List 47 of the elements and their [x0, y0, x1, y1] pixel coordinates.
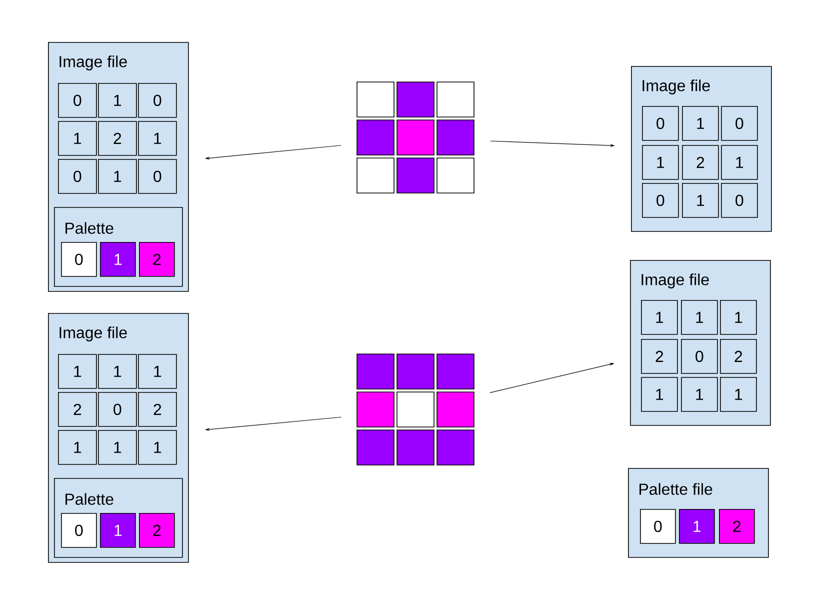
value-cell: 2 — [139, 242, 175, 277]
value-cell: 1 — [100, 242, 136, 277]
value-cell: 1 — [641, 300, 678, 335]
value-cell: 1 — [681, 300, 718, 335]
value-cell: 0 — [58, 83, 97, 118]
value-cell: 2 — [138, 392, 177, 427]
value-cell: 1 — [100, 513, 136, 548]
value-cell: 1 — [679, 509, 715, 544]
value-cell: 1 — [720, 377, 757, 412]
value-cell: 2 — [719, 509, 755, 544]
value-cell: 1 — [58, 354, 97, 389]
value-cell: 1 — [98, 83, 137, 118]
value-cell: 1 — [721, 145, 758, 180]
value-cell: 0 — [721, 106, 758, 141]
value-cell: 0 — [721, 183, 758, 218]
value-cell: 1 — [682, 183, 719, 218]
value-cell: 1 — [138, 121, 177, 156]
pixel-grid — [356, 354, 474, 466]
value-cell: 2 — [720, 339, 757, 374]
value-cell: 0 — [640, 509, 676, 544]
value-cell: 2 — [641, 339, 678, 374]
value-cell: 1 — [98, 430, 137, 465]
value-cell: 1 — [681, 377, 718, 412]
value-cell: 1 — [98, 354, 137, 389]
value-cell: 0 — [642, 183, 679, 218]
value-cell: 0 — [138, 83, 177, 118]
value-cell: 1 — [58, 430, 97, 465]
value-cell: 1 — [682, 106, 719, 141]
value-cell: 2 — [682, 145, 719, 180]
value-cell: 0 — [138, 159, 177, 194]
pixel-grid — [356, 82, 474, 194]
value-cell: 1 — [58, 121, 97, 156]
value-cell: 0 — [61, 513, 97, 548]
value-cell: 1 — [138, 430, 177, 465]
value-cell: 1 — [720, 300, 757, 335]
value-cell: 2 — [98, 121, 137, 156]
value-cell: 2 — [139, 513, 175, 548]
value-cell: 1 — [138, 354, 177, 389]
value-cell: 0 — [58, 159, 97, 194]
value-cell: 1 — [98, 159, 137, 194]
value-cell: 0 — [61, 242, 97, 277]
value-cell: 1 — [641, 377, 678, 412]
value-cell: 2 — [58, 392, 97, 427]
value-cell: 0 — [681, 339, 718, 374]
value-cell: 0 — [98, 392, 137, 427]
value-cell: 1 — [642, 145, 679, 180]
value-cell: 0 — [642, 106, 679, 141]
